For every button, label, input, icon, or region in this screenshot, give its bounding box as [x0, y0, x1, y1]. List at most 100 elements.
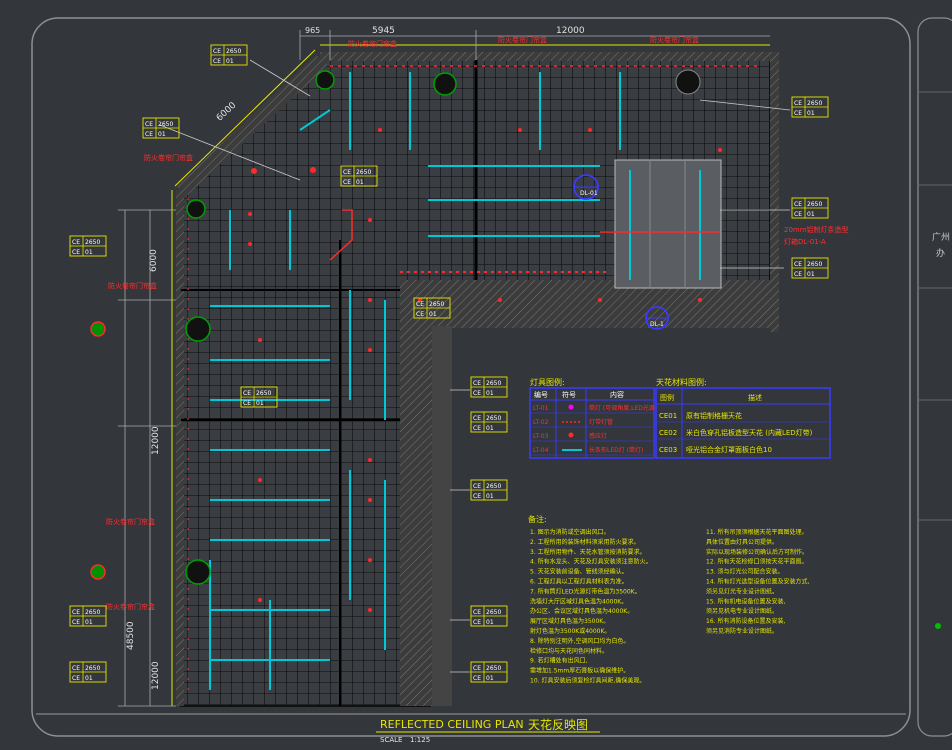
- ce-tag-code: CE: [473, 415, 481, 422]
- ceiling-legend-title: 天花材料图例:: [656, 377, 707, 387]
- title-block-company: 广州: [932, 231, 950, 243]
- svg-text:防火卷帘门帘盒: 防火卷帘门帘盒: [144, 153, 193, 162]
- lightbox-outline: [329, 209, 353, 261]
- ce-tag-code: CE: [794, 211, 802, 218]
- ce-tag-code: CE: [343, 179, 351, 186]
- dim-left-mid: 12000: [151, 426, 161, 455]
- led-strips-upper: [209, 72, 701, 690]
- ce-tag-level: 01: [356, 179, 364, 186]
- diagonal-wall: [176, 55, 328, 196]
- dim-left-total: 48500: [126, 621, 136, 650]
- notes-title: 备注:: [528, 514, 547, 524]
- ce-tag-level: 01: [256, 400, 264, 407]
- note-line: 13. 须与灯光公司配合安装。: [706, 568, 783, 576]
- title-block-office: 办: [936, 247, 945, 259]
- note-line: 12. 所有天花检修口须按天花平面图。: [706, 558, 807, 566]
- ce-tag-level: 01: [486, 619, 494, 626]
- lamp-desc: 灯带灯管: [589, 418, 613, 426]
- ce-tag-level: 01: [486, 493, 494, 500]
- svg-text:防火卷帘门帘盒: 防火卷帘门帘盒: [498, 35, 547, 44]
- ce-tag-code: CE: [416, 311, 424, 318]
- svg-text:DL-01: DL-01: [580, 190, 598, 197]
- ce-tag-code: CE: [473, 390, 481, 397]
- ce-tag-code: CE: [213, 58, 221, 65]
- svg-text:防火卷帘门帘盒: 防火卷帘门帘盒: [106, 602, 155, 611]
- note-line: 需增加1.5mm厚石膏板以确保维护。: [530, 667, 629, 675]
- ce-tag-code: CE: [243, 400, 251, 407]
- note-line: 7. 所有筒灯LED光源灯带色温为3500K。: [530, 587, 641, 595]
- ce-tag-code: CE: [72, 665, 80, 672]
- ceiling-code: CE02: [659, 429, 677, 437]
- lamp-code: LT-04: [533, 447, 549, 454]
- lamp-code: LT-03: [533, 433, 549, 440]
- ce-tag-sub: 2650: [807, 100, 822, 107]
- ce-tag-code: CE: [145, 131, 153, 138]
- ce-tag-code: CE: [145, 121, 153, 128]
- ce-tag-level: 01: [486, 425, 494, 432]
- note-line: 5. 天花安装前设备、管线须经确认。: [530, 568, 628, 576]
- ceiling-legend-header-code: 图例: [660, 393, 674, 402]
- note-line: 15. 所有机电设备位置及安装,: [706, 597, 785, 605]
- inner-wall-horizontal: [403, 280, 779, 328]
- lamp-symbol: [568, 432, 574, 438]
- ce-tag-level: 01: [486, 675, 494, 682]
- ce-tag-code: CE: [473, 665, 481, 672]
- note-line: 实际以现场装修公司确认后方可制作。: [706, 548, 808, 556]
- right-wall: [770, 52, 779, 332]
- note-line: 须另见灯光专业设计图纸。: [706, 587, 778, 595]
- svg-text:防火卷帘门帘盒: 防火卷帘门帘盒: [650, 35, 699, 44]
- ce-tag-level: 01: [486, 390, 494, 397]
- ce-tag-level: 01: [85, 249, 93, 256]
- ce-tag-level: 01: [807, 110, 815, 117]
- dim-top-left: 965: [305, 26, 320, 35]
- note-line: 展厅区域灯具色温为3500K。: [530, 617, 609, 625]
- note-line: 10. 灯具安装后须复检灯具间距,确保美观。: [530, 677, 645, 685]
- note-line: 14. 所有灯光选型设备位置及安装方式,: [706, 578, 809, 586]
- note-line: 2. 工程所用的装饰材料须采用防火要求。: [530, 538, 640, 546]
- svg-text:防火卷帘门帘盒: 防火卷帘门帘盒: [108, 281, 157, 290]
- stamp-mark: [935, 623, 941, 629]
- ce-tag-code: CE: [473, 493, 481, 500]
- notes: 备注: 1. 图示为消防或空调出风口。2. 工程所用的装饰材料须采用防火要求。3…: [528, 514, 809, 685]
- ce-tag-level: 01: [158, 131, 166, 138]
- ce-tag-sub: 2650: [356, 169, 371, 176]
- service-zone: [432, 326, 452, 706]
- ce-tag-sub: 2650: [807, 261, 822, 268]
- section-marker-b: DL-1: [645, 306, 669, 330]
- note-line: 6. 工程灯具以工程灯具材料表为准。: [530, 578, 628, 586]
- ce-tag-code: CE: [416, 301, 424, 308]
- ce-tag-sub: 2650: [226, 48, 241, 55]
- ce-tag-code: CE: [794, 271, 802, 278]
- ce-tag-code: CE: [72, 249, 80, 256]
- ce-tag-code: CE: [72, 239, 80, 246]
- dim-left-lower: 12000: [151, 661, 161, 690]
- axis-marker: [90, 321, 106, 337]
- note-line: 1. 图示为消防或空调出风口。: [530, 528, 610, 536]
- svg-text:灯箱DL-01-A: 灯箱DL-01-A: [784, 237, 826, 246]
- dim-left-upper: 6000: [149, 249, 159, 272]
- scale-label: SCALE: [380, 736, 402, 744]
- note-line: 4. 所有水龙头、天花及灯具安装须注意防火。: [530, 558, 652, 566]
- note-line: 射灯色温为3500K或4000K。: [530, 627, 610, 635]
- lamp-legend-header-code: 编号: [534, 390, 548, 399]
- lamp-legend-header-desc: 内容: [610, 390, 624, 399]
- ce-tag-code: CE: [794, 100, 802, 107]
- ce-tag-sub: 2650: [486, 483, 501, 490]
- ce-tag-code: CE: [794, 201, 802, 208]
- note-line: 9. 若灯槽处有出风口,: [530, 657, 588, 665]
- svg-text:防火卷帘门帘盒: 防火卷帘门帘盒: [106, 517, 155, 526]
- ce-tag-level: 01: [429, 311, 437, 318]
